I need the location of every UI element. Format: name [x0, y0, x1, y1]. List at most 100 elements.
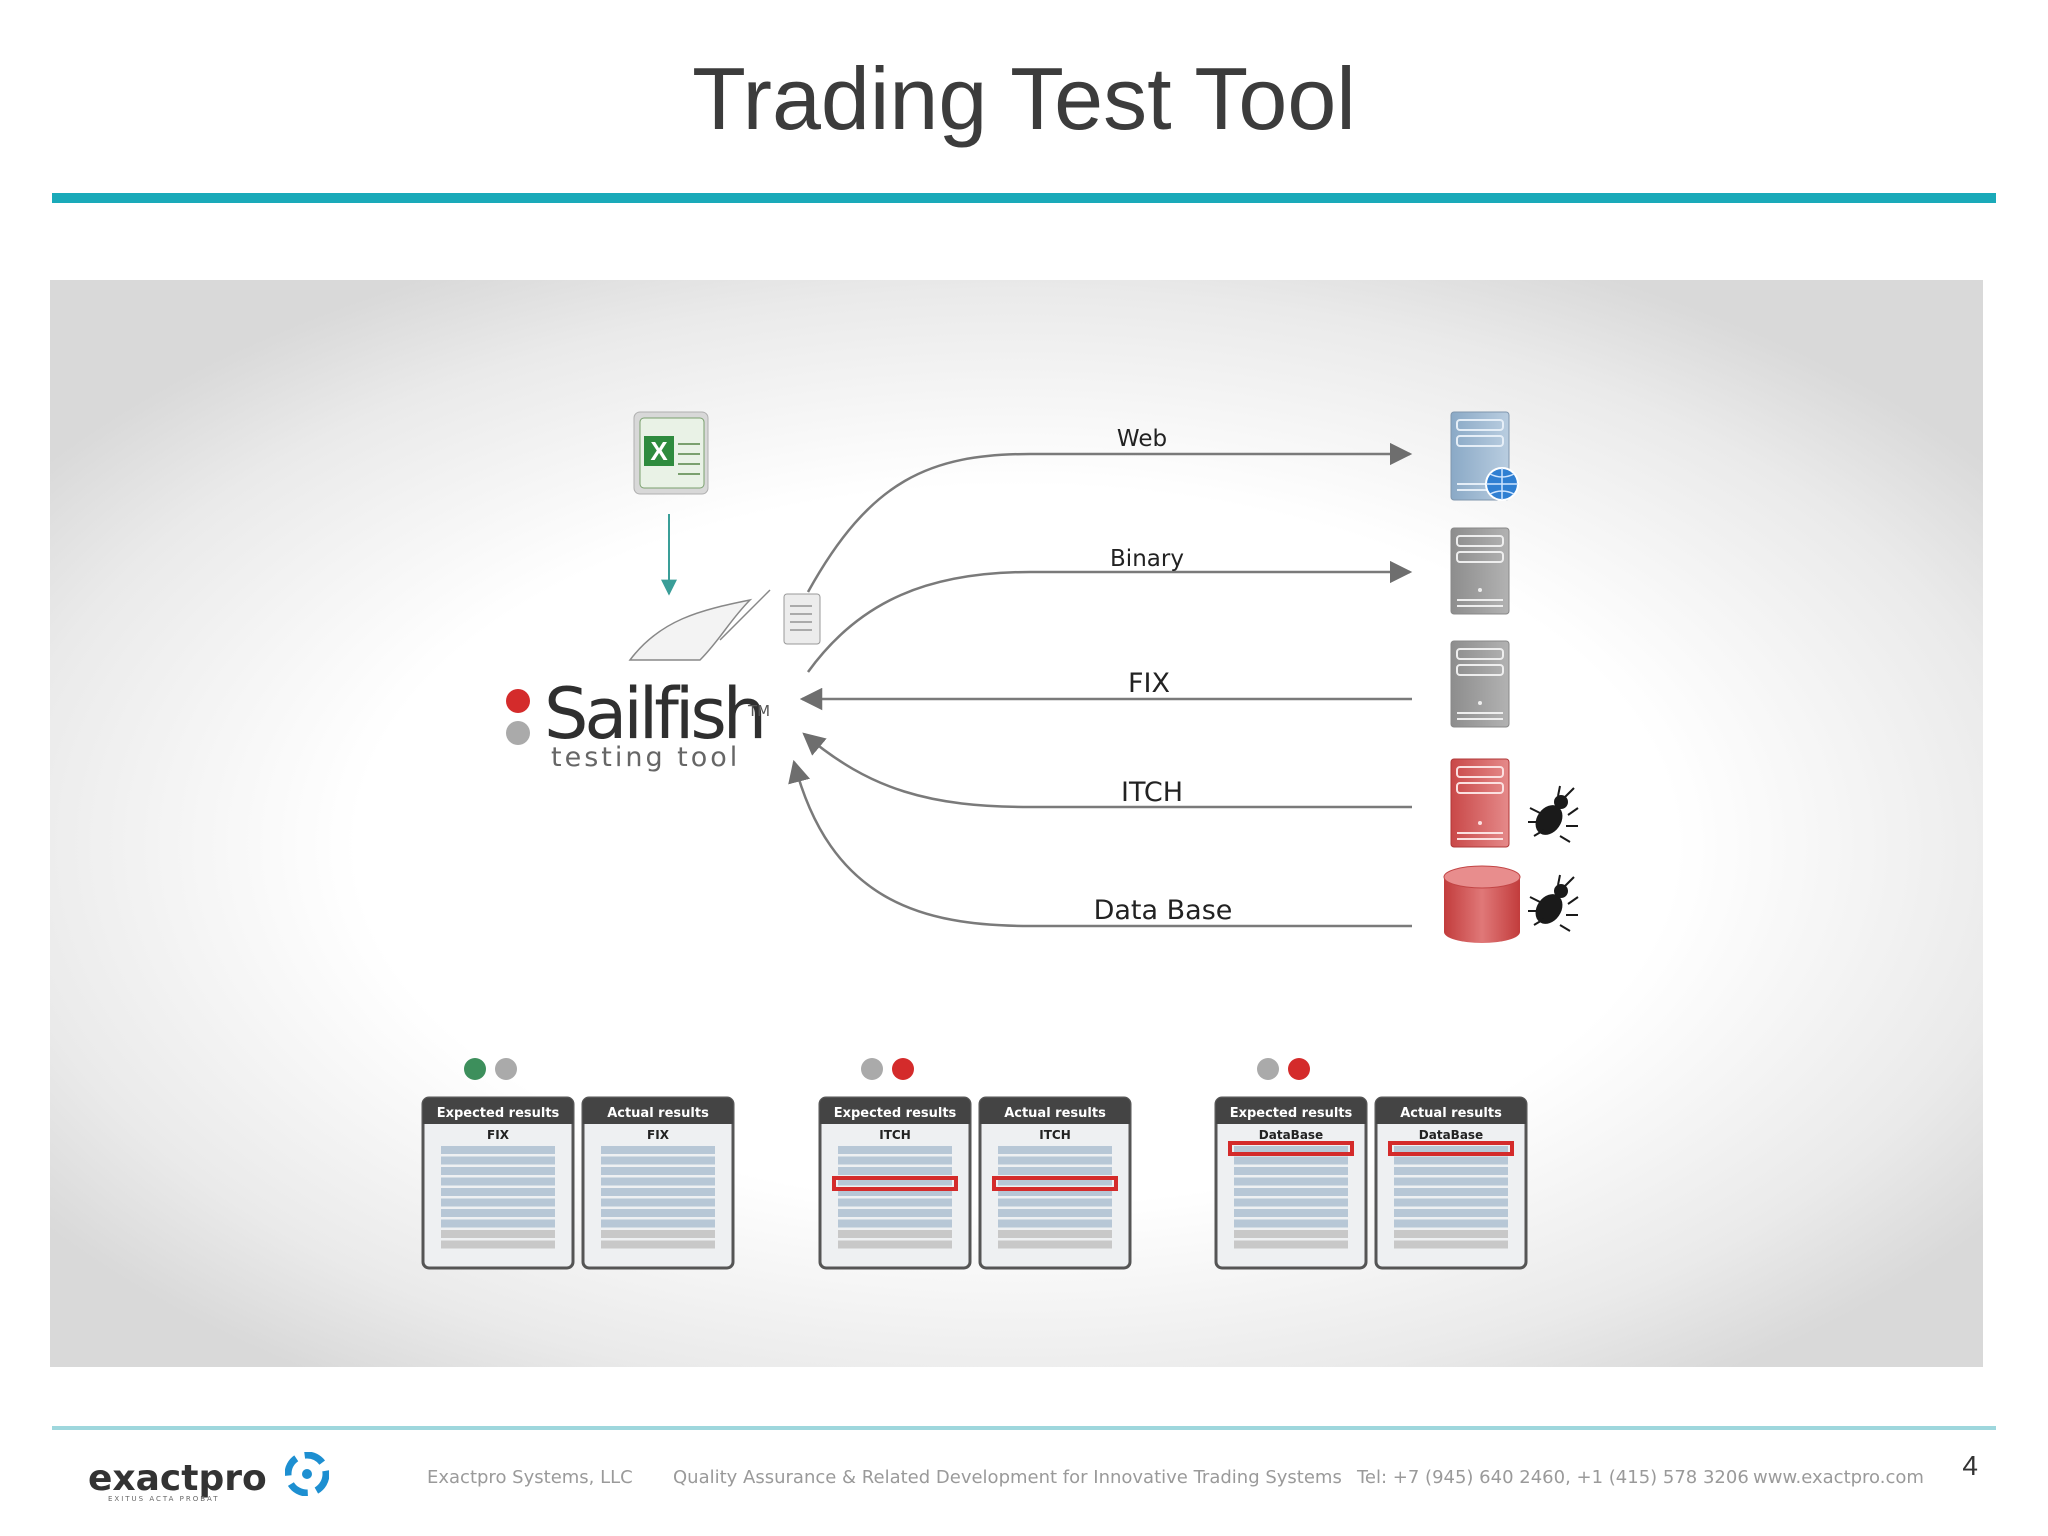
mismatch-highlight: [992, 1176, 1118, 1191]
table-row: [1394, 1198, 1508, 1207]
logo-text: exactpro: [88, 1458, 267, 1499]
status-dot: [495, 1058, 517, 1080]
svg-text:X: X: [650, 436, 668, 466]
table-row: [1234, 1156, 1348, 1165]
status-dot: [1288, 1058, 1310, 1080]
mismatch-highlight: [1388, 1141, 1514, 1156]
table-row: [1234, 1240, 1348, 1249]
table-row: [1234, 1188, 1348, 1196]
table-row: [1394, 1240, 1508, 1249]
flow-line-web: [806, 442, 1413, 593]
table-row: [838, 1146, 952, 1154]
table-row: [998, 1188, 1112, 1196]
mismatch-highlight: [832, 1176, 958, 1191]
table-row: [838, 1198, 952, 1207]
table-row: [601, 1230, 715, 1238]
table-row: [441, 1188, 555, 1196]
table-row: [838, 1230, 952, 1238]
table-row: [1394, 1156, 1508, 1165]
tool-subtitle: testing tool: [551, 742, 740, 773]
table-row: [441, 1209, 555, 1217]
table-row: [998, 1177, 1112, 1186]
flow-label-itch: ITCH: [1121, 777, 1183, 808]
table-row: [1394, 1188, 1508, 1196]
flow-label-database: Data Base: [1094, 895, 1233, 926]
table-row: [998, 1209, 1112, 1217]
table-row: [838, 1209, 952, 1217]
table-row: [1234, 1219, 1348, 1228]
footer-tagline: Quality Assurance & Related Development …: [673, 1467, 1342, 1488]
table-row: [601, 1156, 715, 1165]
table-row: [998, 1230, 1112, 1238]
web-server-icon: [1450, 411, 1519, 501]
card-header: Actual results: [607, 1106, 709, 1121]
table-row: [1234, 1230, 1348, 1238]
table-row: [601, 1219, 715, 1228]
flow-line-database: [788, 759, 1412, 928]
flow-label-binary: Binary: [1110, 546, 1184, 572]
table-row: [838, 1188, 952, 1196]
table-row: [1234, 1146, 1348, 1154]
tool-trademark: TM: [747, 702, 770, 720]
table-row: [1394, 1209, 1508, 1217]
logo-tagline: EXITUS ACTA PROBAT: [108, 1495, 220, 1503]
table-row: [441, 1240, 555, 1249]
table-row: [601, 1146, 715, 1154]
table-row: [998, 1219, 1112, 1228]
table-row: [1394, 1219, 1508, 1228]
card-header: Expected results: [1230, 1106, 1353, 1121]
table-row: [998, 1156, 1112, 1165]
binary-server-icon: [1450, 527, 1510, 615]
flow-line-binary: [806, 560, 1413, 673]
table-row: [998, 1240, 1112, 1249]
bug-icon: [1528, 874, 1579, 932]
table-row: [601, 1198, 715, 1207]
footer-company: Exactpro Systems, LLC: [427, 1467, 633, 1488]
page-number: 4: [1962, 1450, 1978, 1481]
table-row: [441, 1198, 555, 1207]
footer-divider: [52, 1426, 1996, 1430]
card-header: Expected results: [834, 1106, 957, 1121]
table-row: [601, 1240, 715, 1249]
table-row: [601, 1177, 715, 1186]
table-row: [1234, 1167, 1348, 1175]
table-row: [998, 1198, 1112, 1207]
table-row: [601, 1209, 715, 1217]
table-row: [1234, 1198, 1348, 1207]
table-row: [838, 1240, 952, 1249]
table-row: [998, 1146, 1112, 1154]
table-row: [441, 1177, 555, 1186]
table-row: [1234, 1177, 1348, 1186]
table-row: [838, 1177, 952, 1186]
card-source: DataBase: [1259, 1128, 1323, 1142]
title-divider: [52, 193, 1996, 203]
exactpro-logo[interactable]: exactpro: [88, 1451, 330, 1499]
tool-name: Sailfish: [544, 673, 763, 755]
card-source: FIX: [647, 1128, 670, 1142]
table-row: [441, 1230, 555, 1238]
slide-title: Trading Test Tool: [692, 49, 1356, 148]
database-icon: [1443, 865, 1521, 943]
flow-label-fix: FIX: [1128, 668, 1170, 699]
card-header: Expected results: [437, 1106, 560, 1121]
card-header: Actual results: [1004, 1106, 1106, 1121]
footer-website[interactable]: www.exactpro.com: [1753, 1467, 1924, 1488]
card-source: FIX: [487, 1128, 510, 1142]
card-source: DataBase: [1419, 1128, 1483, 1142]
table-row: [998, 1167, 1112, 1175]
flow-label-web: Web: [1117, 426, 1167, 452]
table-row: [441, 1167, 555, 1175]
flow-line-itch: [802, 732, 1412, 809]
table-row: [1394, 1230, 1508, 1238]
status-dot: [464, 1058, 486, 1080]
table-row: [838, 1219, 952, 1228]
sailfish-logo: [506, 589, 821, 745]
